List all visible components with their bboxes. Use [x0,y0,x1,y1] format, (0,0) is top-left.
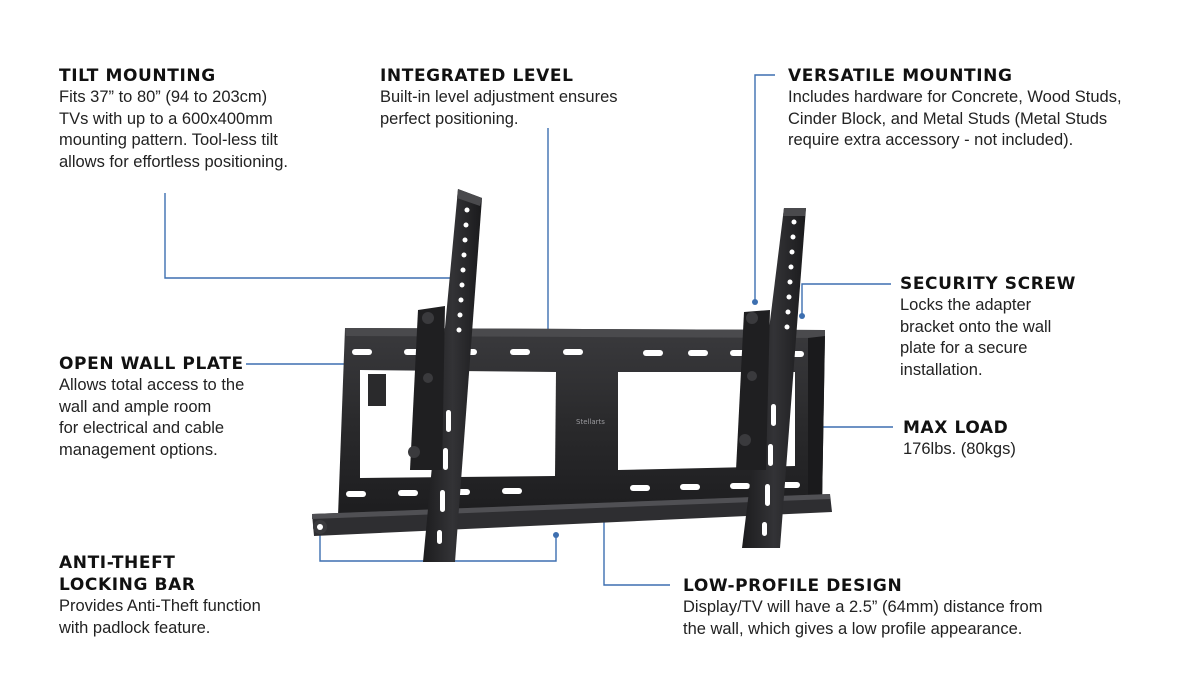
callout-title: VERSATILE MOUNTING [788,66,1013,86]
callout-versatile-mounting: VERSATILE MOUNTING Includes hardware for… [788,65,1122,152]
callout-text: Includes hardware for Concrete, Wood Stu… [788,88,1122,106]
callout-title: OPEN WALL PLATE [59,354,244,374]
callout-text: Allows total access to the [59,376,245,394]
leader-versatile [754,74,775,302]
callout-title: MAX LOAD [903,418,1009,438]
callout-integrated-level: INTEGRATED LEVEL Built-in level adjustme… [380,65,618,130]
callout-text: installation. [900,360,983,379]
leader-tilt [164,193,455,279]
callout-anti-theft: ANTI-THEFT LOCKING BAR Provides Anti-The… [59,552,261,639]
callout-tilt-mounting: TILT MOUNTING Fits 37” to 80” (94 to 203… [59,65,288,173]
leader-security [801,283,891,316]
callout-security-screw: SECURITY SCREW Locks the adapter bracket… [900,273,1076,381]
callout-text: 176lbs. (80kgs) [903,440,1016,458]
callout-text: wall and ample room [59,397,212,416]
right-tilt-arm [736,208,806,548]
callout-title: INTEGRATED LEVEL [380,66,574,86]
callout-title: TILT MOUNTING [59,66,216,86]
callout-text: perfect positioning. [380,109,519,128]
callout-text: Cinder Block, and Metal Studs (Metal Stu… [788,109,1108,128]
callout-text: TVs with up to a 600x400mm [59,109,273,128]
callout-title: SECURITY SCREW [900,274,1076,294]
callout-text: plate for a secure [900,339,1028,357]
callout-text: Display/TV will have a 2.5” (64mm) dista… [683,598,1043,616]
callout-text: Built-in level adjustment ensures [380,88,618,106]
callout-text: mounting pattern. Tool-less tilt [59,131,278,149]
callout-title: LOW-PROFILE DESIGN [683,576,903,596]
callout-title: LOCKING BAR [59,575,196,595]
callout-text: the wall, which gives a low profile appe… [683,619,1023,638]
callout-max-load: MAX LOAD 176lbs. (80kgs) [903,417,1016,461]
callout-open-wall-plate: OPEN WALL PLATE Allows total access to t… [59,353,244,461]
callout-low-profile: LOW-PROFILE DESIGN Display/TV will have … [683,575,1042,640]
callout-text: Fits 37” to 80” (94 to 203cm) [59,88,268,106]
left-tilt-arm [408,189,482,562]
callout-text: with padlock feature. [59,618,211,637]
callout-text: Provides Anti-Theft function [59,597,261,615]
brand-mark: Stellarts [576,418,605,426]
callout-title: ANTI-THEFT [59,553,176,573]
callout-text: management options. [59,440,218,459]
callout-text: Locks the adapter [900,296,1032,314]
callout-text: bracket onto the wall [900,317,1052,336]
callout-text: for electrical and cable [59,419,225,437]
callout-text: require extra accessory - not included). [788,131,1074,149]
callout-text: allows for effortless positioning. [59,152,288,171]
